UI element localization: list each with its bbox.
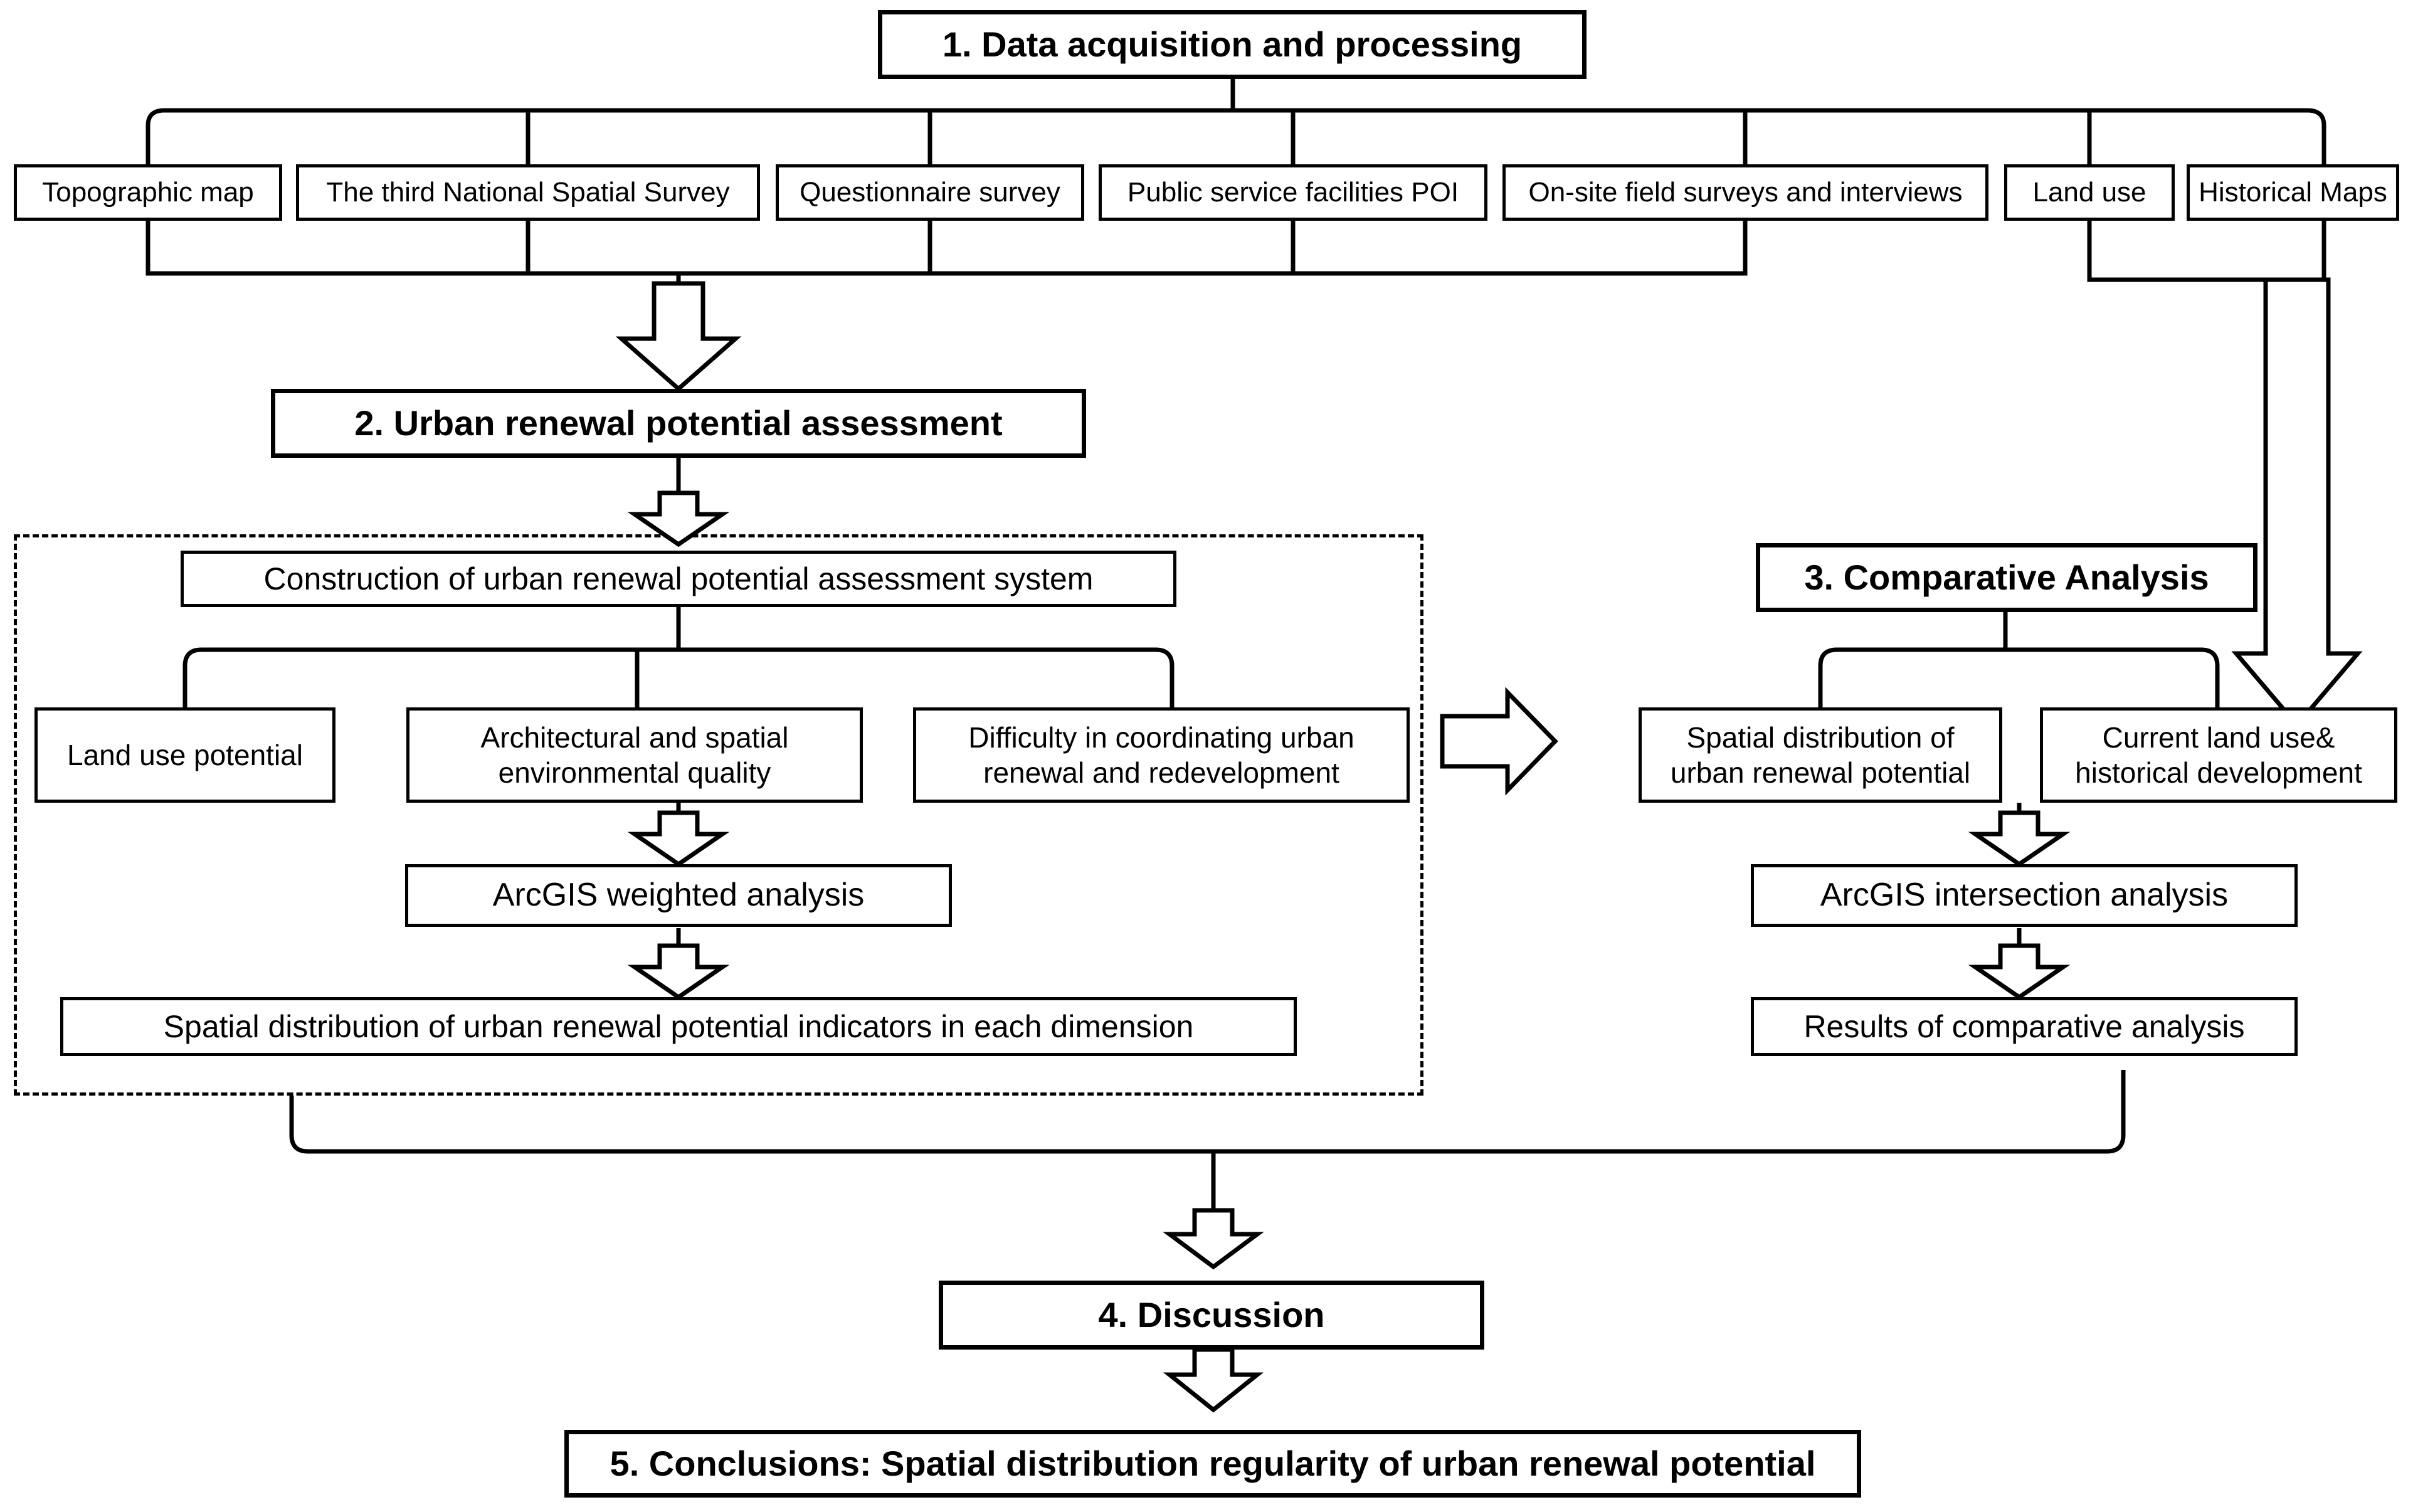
data-source-box-field-surveys-interviews[interactable]: On-site field surveys and interviews bbox=[1502, 164, 1988, 221]
right-arrow-to-comparative bbox=[1440, 687, 1558, 796]
sources-collector-right bbox=[2087, 219, 2326, 282]
sources-collector-left bbox=[145, 219, 1748, 276]
stage4-box[interactable]: 4. Discussion bbox=[939, 1281, 1484, 1350]
dimension-box-coordination-difficulty[interactable]: Difficulty in coordinating urban renewal… bbox=[913, 707, 1410, 803]
down-arrow-to-stage2 bbox=[615, 281, 742, 392]
down-arrow-discussion-to-conclusions bbox=[1163, 1347, 1264, 1413]
data-source-label: Historical Maps bbox=[2199, 177, 2387, 208]
stage3-output-box[interactable]: Results of comparative analysis bbox=[1751, 997, 2298, 1056]
stage2-label: 2. Urban renewal potential assessment bbox=[354, 403, 1003, 443]
stage1-distributor-bar bbox=[145, 108, 2326, 164]
down-arrow-inputs-to-intersection bbox=[1968, 810, 2071, 867]
data-source-box-topographic-map[interactable]: Topographic map bbox=[14, 164, 282, 221]
assessment-system-label: Construction of urban renewal potential … bbox=[263, 561, 1094, 596]
long-down-arrow-historical bbox=[2231, 277, 2363, 729]
data-source-label: Land use bbox=[2032, 177, 2146, 208]
stage2-box[interactable]: 2. Urban renewal potential assessment bbox=[271, 389, 1086, 458]
stage3-label: 3. Comparative Analysis bbox=[1804, 557, 2209, 597]
stage3-input-label: Current land use& historical development bbox=[2075, 721, 2362, 789]
data-source-box-questionnaire-survey[interactable]: Questionnaire survey bbox=[776, 164, 1084, 221]
arcgis-intersection-analysis-box[interactable]: ArcGIS intersection analysis bbox=[1751, 864, 2298, 927]
arcgis-weighted-analysis-label: ArcGIS weighted analysis bbox=[492, 877, 865, 914]
arcgis-intersection-analysis-label: ArcGIS intersection analysis bbox=[1820, 877, 2229, 914]
stage5-box[interactable]: 5. Conclusions: Spatial distribution reg… bbox=[564, 1430, 1861, 1498]
data-source-label: On-site field surveys and interviews bbox=[1528, 177, 1963, 208]
dimension-label: Difficulty in coordinating urban renewal… bbox=[968, 721, 1354, 789]
data-source-label: Topographic map bbox=[42, 177, 254, 208]
stage3-bracket bbox=[1818, 647, 2220, 707]
stage3-output-label: Results of comparative analysis bbox=[1803, 1008, 2245, 1044]
stage3-box[interactable]: 3. Comparative Analysis bbox=[1756, 543, 2257, 612]
stage2-output-box[interactable]: Spatial distribution of urban renewal po… bbox=[60, 997, 1297, 1056]
data-source-box-historical-maps[interactable]: Historical Maps bbox=[2187, 164, 2399, 221]
stage4-label: 4. Discussion bbox=[1098, 1294, 1325, 1335]
stage1-box[interactable]: 1. Data acquisition and processing bbox=[878, 10, 1587, 79]
data-source-box-land-use[interactable]: Land use bbox=[2004, 164, 2175, 221]
assessment-system-box[interactable]: Construction of urban renewal potential … bbox=[181, 551, 1176, 607]
stage3-input-box-current-land-use-historical[interactable]: Current land use& historical development bbox=[2040, 707, 2397, 803]
down-arrow-intersection-to-results bbox=[1968, 943, 2071, 1000]
data-source-label: The third National Spatial Survey bbox=[326, 177, 730, 208]
stage3-input-box-spatial-distribution[interactable]: Spatial distribution of urban renewal po… bbox=[1639, 707, 2002, 803]
data-source-label: Questionnaire survey bbox=[800, 177, 1060, 208]
dimension-box-land-use-potential[interactable]: Land use potential bbox=[34, 707, 335, 803]
data-source-label: Public service facilities POI bbox=[1127, 177, 1459, 208]
stage2-output-label: Spatial distribution of urban renewal po… bbox=[163, 1008, 1194, 1044]
data-source-box-public-service-facilities-poi[interactable]: Public service facilities POI bbox=[1099, 164, 1487, 221]
dimension-box-architectural-spatial-quality[interactable]: Architectural and spatial environmental … bbox=[406, 707, 863, 803]
dimension-label: Land use potential bbox=[67, 738, 303, 771]
down-arrow-merge-to-discussion bbox=[1163, 1208, 1264, 1270]
arcgis-weighted-analysis-box[interactable]: ArcGIS weighted analysis bbox=[405, 864, 952, 927]
stage3-input-label: Spatial distribution of urban renewal po… bbox=[1670, 721, 1971, 789]
dimension-label: Architectural and spatial environmental … bbox=[480, 721, 789, 789]
data-source-box-third-national-spatial-survey[interactable]: The third National Spatial Survey bbox=[296, 164, 760, 221]
stage5-label: 5. Conclusions: Spatial distribution reg… bbox=[610, 1443, 1816, 1483]
stage1-label: 1. Data acquisition and processing bbox=[942, 24, 1523, 64]
